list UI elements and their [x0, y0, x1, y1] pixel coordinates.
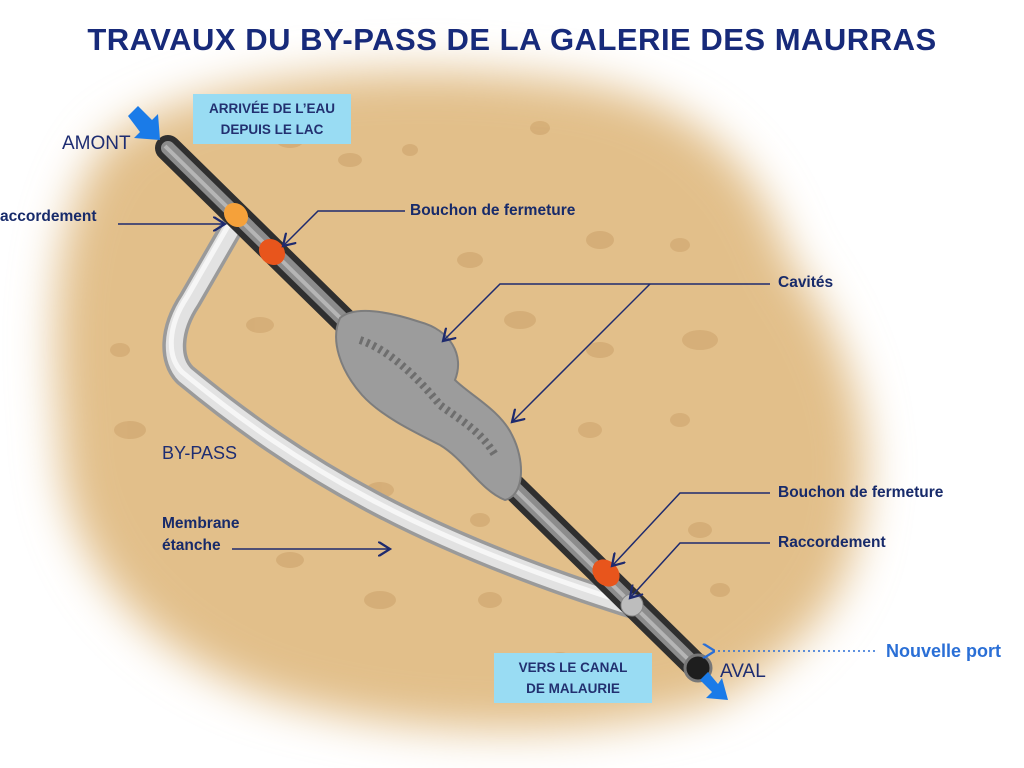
- nouvelle-porte-label: Nouvelle port: [886, 641, 1002, 661]
- bypass-label: BY-PASS: [162, 443, 238, 463]
- inflow-arrow-icon: [128, 106, 160, 140]
- amont-label: AMONT: [62, 133, 131, 154]
- cavites-label: Cavités: [778, 274, 834, 291]
- upper-joint: [223, 202, 249, 228]
- outflow-arrow-icon: [700, 672, 728, 700]
- cavities: [335, 309, 522, 502]
- leader-lines: [118, 210, 875, 651]
- membrane-line2: étanche: [162, 537, 221, 554]
- canal-outlet-box: VERS LE CANAL DE MALAURIE: [494, 653, 652, 703]
- water-arrival-line2: DEPUIS LE LAC: [220, 122, 324, 137]
- flow-arrows: [128, 106, 728, 700]
- membrane-label: Membrane étanche: [162, 513, 240, 557]
- membrane-line1: Membrane: [162, 515, 240, 532]
- bypass-pipe: [162, 210, 642, 618]
- bouchon-bottom-label: Bouchon de fermeture: [778, 484, 944, 501]
- sand-pebbles: [110, 121, 730, 668]
- upper-plug: [258, 238, 286, 266]
- water-arrival-line1: ARRIVÉE DE L’EAU: [208, 101, 336, 116]
- water-arrival-box: ARRIVÉE DE L’EAU DEPUIS LE LAC: [193, 94, 351, 144]
- raccordement-top-label: accordement: [0, 208, 97, 225]
- bouchon-top-label: Bouchon de fermeture: [410, 202, 576, 219]
- page-title: TRAVAUX DU BY-PASS DE LA GALERIE DES MAU…: [87, 22, 937, 57]
- raccordement-bottom-label: Raccordement: [778, 534, 886, 551]
- aval-label: AVAL: [720, 661, 766, 682]
- canal-outlet-line2: DE MALAURIE: [526, 681, 620, 696]
- lower-joint: [620, 593, 644, 617]
- canal-outlet-line1: VERS LE CANAL: [518, 660, 628, 675]
